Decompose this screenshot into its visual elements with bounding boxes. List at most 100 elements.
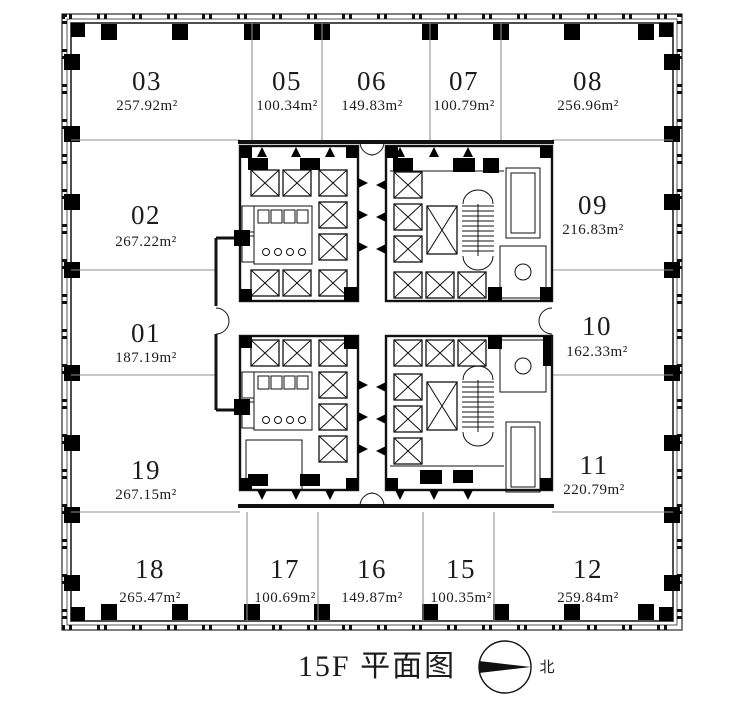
room-outline	[283, 375, 296, 390]
column	[172, 604, 188, 620]
elevator-icon	[393, 203, 423, 231]
building-envelope	[61, 13, 683, 631]
wall-block	[248, 158, 268, 170]
page-title: 15F 平面图	[298, 650, 456, 683]
elevator-icon	[426, 381, 458, 431]
elevator-icon	[318, 201, 348, 229]
wall-block	[453, 158, 475, 172]
unit-05-number: 05	[272, 66, 302, 96]
title-block: 15F 平面图 北	[298, 640, 555, 694]
door-flag-icon	[358, 178, 368, 188]
unit-labels: 03 257.92m² 05 100.34m² 06 149.83m² 07 1…	[115, 66, 627, 606]
unit-12-area: 259.84m²	[557, 590, 618, 606]
door-flag-icon	[463, 147, 473, 157]
room-outline	[257, 375, 270, 390]
column	[664, 435, 680, 451]
wall-block	[543, 336, 551, 366]
column	[101, 24, 117, 40]
unit-15-area: 100.35m²	[430, 590, 491, 606]
door-flag-icon	[257, 147, 267, 157]
core-door-flags	[257, 147, 473, 500]
unit-08-number: 08	[573, 66, 603, 96]
wall-block	[393, 158, 413, 171]
unit-17-number: 17	[270, 554, 300, 584]
column	[64, 507, 80, 523]
elevator-icon	[318, 269, 348, 297]
column	[422, 604, 438, 620]
room-outline	[270, 209, 283, 224]
elevator-icon	[318, 169, 348, 197]
unit-07-number: 07	[449, 66, 479, 96]
door-flag-icon	[291, 147, 301, 157]
unit-09-area: 216.83m²	[562, 222, 623, 238]
wall-block	[300, 158, 320, 170]
elevator-icon	[393, 373, 423, 401]
room-outline	[499, 339, 547, 393]
unit-07-area: 100.79m²	[433, 98, 494, 114]
wall-block	[300, 474, 320, 486]
corner-column	[71, 23, 85, 37]
door-flag-icon	[429, 147, 439, 157]
door-flag-icon	[376, 414, 386, 424]
column	[64, 54, 80, 70]
column	[664, 194, 680, 210]
fixture-icon	[286, 248, 294, 256]
column	[493, 604, 509, 620]
room-outline	[296, 209, 309, 224]
wall-block	[488, 335, 502, 349]
north-label: 北	[539, 659, 554, 676]
room-outline	[510, 426, 536, 488]
core-wall-blocks	[234, 146, 552, 490]
wall-block	[346, 146, 358, 158]
room-outline	[296, 375, 309, 390]
room-outline	[245, 439, 303, 491]
wall-block	[540, 146, 552, 158]
column	[314, 604, 330, 620]
column	[101, 604, 117, 620]
compass: 北	[478, 640, 555, 694]
room-outline	[253, 205, 313, 265]
elevator-icon	[282, 169, 312, 197]
room-outline	[241, 205, 255, 233]
unit-02-area: 267.22m²	[115, 234, 176, 250]
column	[664, 575, 680, 591]
room-outline	[257, 209, 270, 224]
fixture-icon	[298, 248, 306, 256]
west-vestibule	[214, 236, 240, 412]
elevator-icon	[393, 271, 423, 299]
unit-dividers	[71, 23, 673, 621]
door-flag-icon	[463, 490, 473, 500]
elevator-icon	[393, 235, 423, 263]
room-outline	[505, 167, 541, 239]
column	[638, 604, 654, 620]
corner-column	[659, 607, 673, 621]
corner-column	[659, 23, 673, 37]
unit-02-number: 02	[131, 200, 161, 230]
core-elevators	[250, 169, 487, 465]
door-flag-icon	[358, 380, 368, 390]
wall-block	[483, 158, 499, 173]
room-outline	[499, 245, 547, 299]
unit-09-number: 09	[578, 190, 608, 220]
fixture-icon	[514, 263, 532, 281]
room-outline	[505, 421, 541, 493]
room-outline	[270, 375, 283, 390]
elevator-icon	[393, 171, 423, 199]
wall-block	[240, 146, 252, 158]
elevator-icon	[250, 269, 280, 297]
wall-block	[346, 478, 358, 490]
unit-03-number: 03	[132, 66, 162, 96]
unit-01-number: 01	[131, 318, 161, 348]
unit-16-area: 149.87m²	[341, 590, 402, 606]
column	[172, 24, 188, 40]
column	[664, 365, 680, 381]
elevator-icon	[425, 271, 455, 299]
door-arc	[215, 307, 230, 322]
wall-block	[240, 336, 252, 348]
column	[664, 54, 680, 70]
perimeter-columns	[64, 23, 680, 621]
elevator-icon	[282, 339, 312, 367]
door-flag-icon	[376, 244, 386, 254]
unit-06-number: 06	[357, 66, 387, 96]
